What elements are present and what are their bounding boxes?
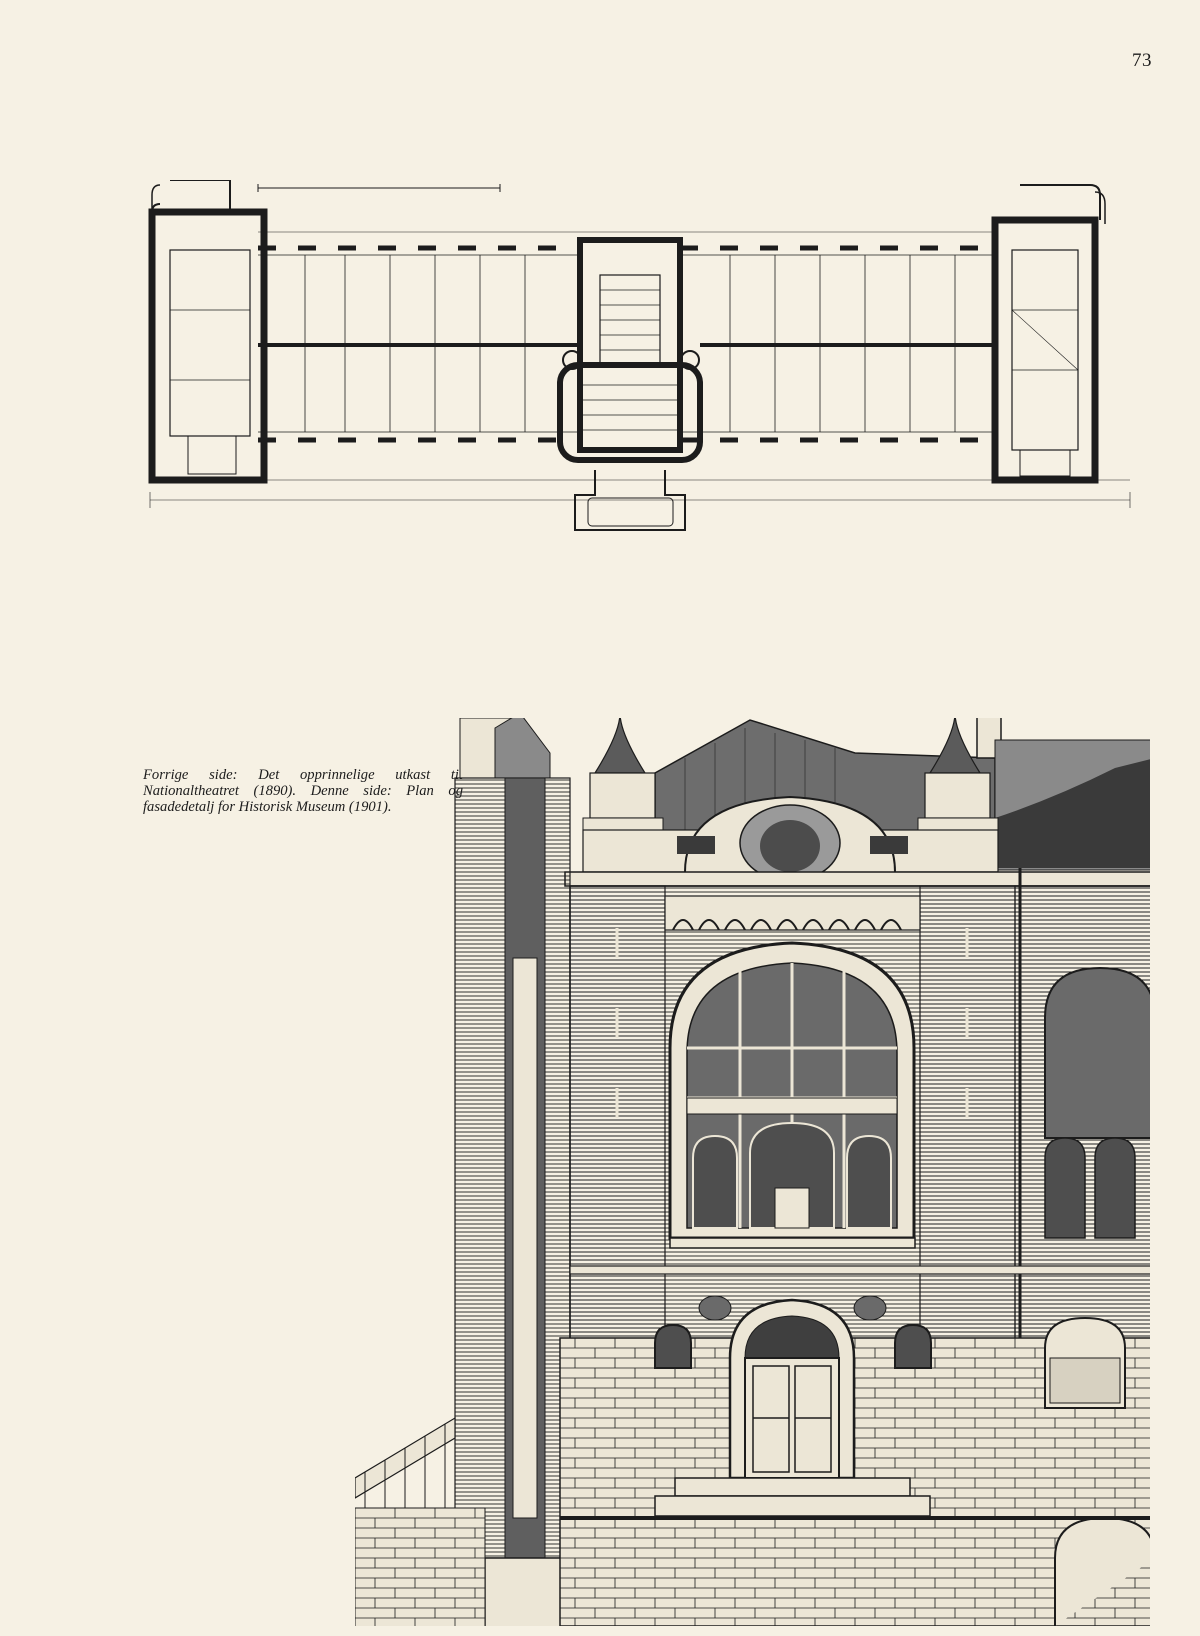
floor-plan-drawing: [140, 180, 1140, 570]
floor-plan-svg: [148, 180, 1131, 531]
figure-caption: Forrige side: Det opprinnelige utkast ti…: [143, 767, 463, 815]
facade-svg: [355, 718, 1150, 1626]
page-number: 73: [1132, 50, 1152, 71]
facade-elevation-drawing: [355, 718, 1150, 1626]
